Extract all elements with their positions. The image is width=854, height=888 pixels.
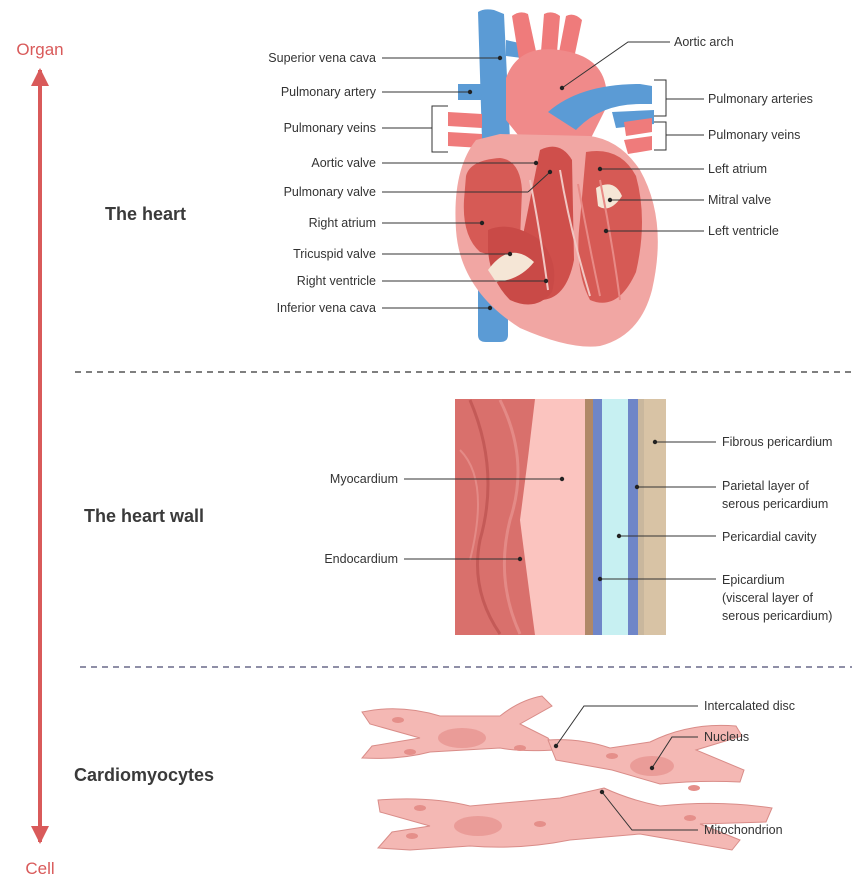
label-tricuspid-valve: Tricuspid valve: [293, 247, 376, 261]
label-pulmonary-artery: Pulmonary artery: [281, 85, 377, 99]
label-intercalated-disc: Intercalated disc: [704, 699, 795, 713]
label-right-ventricle: Right ventricle: [297, 274, 376, 288]
axis-arrow-down-icon: [31, 826, 49, 844]
section-title-cardiomyocytes: Cardiomyocytes: [74, 765, 214, 785]
label-mitochondrion: Mitochondrion: [704, 823, 783, 837]
section-title-heart: The heart: [105, 204, 186, 224]
label-left-ventricle: Left ventricle: [708, 224, 779, 238]
label-pericardial-cavity: Pericardial cavity: [722, 530, 817, 544]
heart-illustration: [448, 9, 658, 346]
label-superior-vena-cava: Superior vena cava: [268, 51, 376, 65]
label-fibrous-pericardium: Fibrous pericardium: [722, 435, 832, 449]
label-pulmonary-arteries: Pulmonary arteries: [708, 92, 813, 106]
label-epicardium-3: serous pericardium): [722, 609, 832, 623]
label-parietal-layer-2: serous pericardium: [722, 497, 828, 511]
axis-arrow-up-icon: [31, 68, 49, 86]
label-parietal-layer-1: Parietal layer of: [722, 479, 809, 493]
axis-bottom-label: Cell: [25, 859, 54, 878]
label-pulmonary-valve: Pulmonary valve: [284, 185, 376, 199]
section-title-heart-wall: The heart wall: [84, 506, 204, 526]
label-inferior-vena-cava: Inferior vena cava: [277, 301, 376, 315]
label-myocardium: Myocardium: [330, 472, 398, 486]
axis-top-label: Organ: [16, 40, 63, 59]
label-endocardium: Endocardium: [324, 552, 398, 566]
label-epicardium-2: (visceral layer of: [722, 591, 814, 605]
label-epicardium-1: Epicardium: [722, 573, 785, 587]
scale-axis: Organ Cell: [16, 40, 63, 878]
label-aortic-arch: Aortic arch: [674, 35, 734, 49]
label-right-atrium: Right atrium: [309, 216, 376, 230]
label-left-atrium: Left atrium: [708, 162, 767, 176]
label-nucleus: Nucleus: [704, 730, 749, 744]
label-pulmonary-veins-right: Pulmonary veins: [708, 128, 800, 142]
label-mitral-valve: Mitral valve: [708, 193, 771, 207]
label-aortic-valve: Aortic valve: [311, 156, 376, 170]
heart-wall-illustration: [455, 399, 666, 635]
label-pulmonary-veins-left: Pulmonary veins: [284, 121, 376, 135]
